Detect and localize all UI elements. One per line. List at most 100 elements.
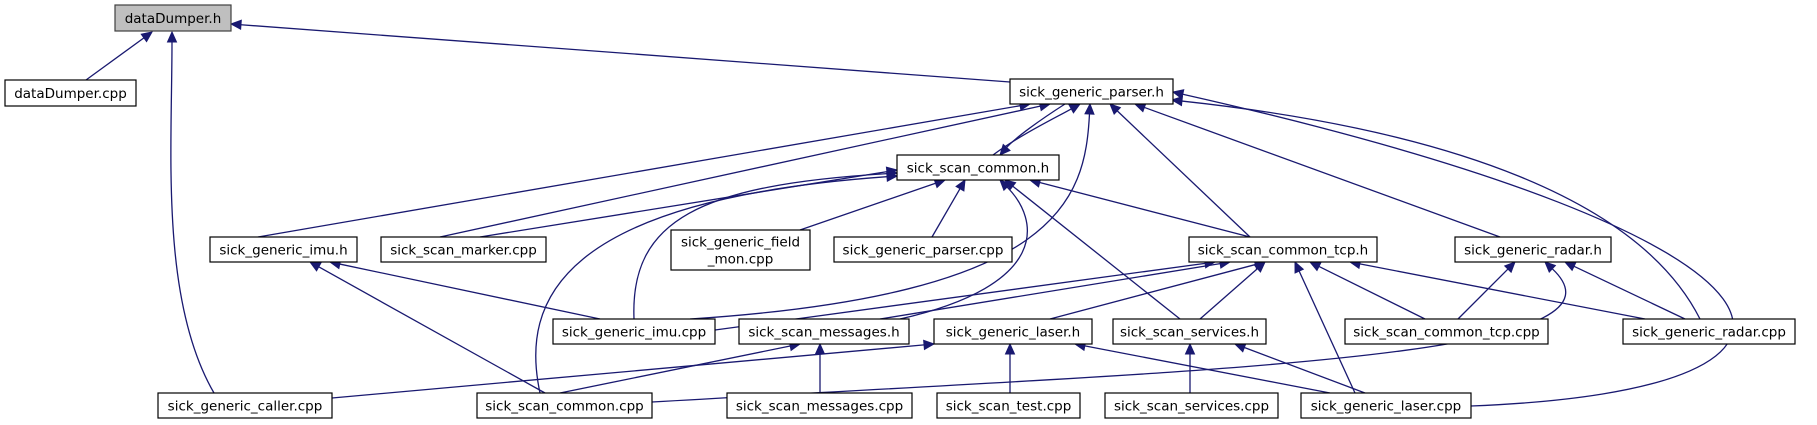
edge-line [1199,268,1258,320]
arrowhead-icon [999,179,1012,192]
node-sick-scan-marker-cpp[interactable]: sick_scan_marker.cpp [380,236,547,263]
edge-line [1039,181,1251,238]
edge-sick_scan_messages_h-to-sick_scan_common_tcp_h [879,258,1232,320]
node-label: sick_scan_common_tcp.cpp [1353,325,1540,341]
node-sick-generic-caller-cpp[interactable]: sick_generic_caller.cpp [157,392,333,419]
node-label: _mon.cpp [707,252,774,268]
edge-sick_scan_common_cpp-to-sick_scan_common_h [535,171,899,394]
node-sick-scan-common-tcp-h[interactable]: sick_scan_common_tcp.h [1188,236,1378,263]
node-label: sick_generic_imu.h [219,243,347,259]
node-box [157,392,333,419]
edge-line [1457,268,1509,320]
arrowhead-icon [1068,103,1082,114]
node-sick-scan-common-cpp[interactable]: sick_scan_common.cpp [476,392,653,419]
nodes-layer: dataDumper.h dataDumper.cpp sick_generic_p… [4,4,1796,419]
node-box [1344,318,1549,345]
node-label: sick_generic_parser.h [1019,85,1164,101]
edge-sick_generic_caller_cpp-to-dataDumper_h [166,30,215,394]
node-label: dataDumper.h [125,11,222,27]
edge-sick_scan_messages_cpp-to-sick_scan_messages_h [814,342,826,393]
edge-sick_generic_radar_cpp-to-sick_generic_parser_h [1170,95,1701,320]
edge-sick_scan_test_cpp-to-sick_generic_laser_h [1004,342,1016,393]
edge-line [1244,346,1366,394]
node-sick-scan-messages-cpp[interactable]: sick_scan_messages.cpp [726,392,913,419]
node-sick-scan-test-cpp[interactable]: sick_scan_test.cpp [936,392,1081,419]
node-sick-scan-messages-h[interactable]: sick_scan_messages.h [738,318,910,345]
node-box [933,318,1093,345]
edge-line [799,182,936,231]
edge-line [257,105,1021,238]
node-sick-generic-laser-cpp[interactable]: sick_generic_laser.cpp [1300,392,1472,419]
edge-sick_generic_parser_cpp-to-sick_scan_common_h [931,178,966,238]
node-sick-scan-common-h[interactable]: sick_scan_common.h [896,154,1060,181]
node-box [552,318,716,345]
node-box [1188,236,1378,263]
node-dataDumper-h[interactable]: dataDumper.h [114,4,232,32]
node-label: sick_scan_common_tcp.h [1198,243,1369,259]
edge-sick_generic_laser_cpp-to-sick_generic_parser_h [1171,89,1734,407]
edge-line [1318,265,1426,320]
arrowhead-icon [1184,342,1196,355]
node-box [476,392,653,419]
edge-sick_generic_laser_cpp-to-sick_generic_laser_h [1073,340,1331,394]
node-label: sick_scan_services.h [1120,325,1259,341]
edge-line [1573,265,1686,320]
arrowhead-icon [1253,261,1266,273]
node-box [380,236,547,263]
edge-sick_generic_laser_cpp-to-sick_scan_services_h [1233,342,1366,394]
node-label: sick_generic_imu.cpp [562,325,706,341]
node-box [4,79,137,107]
node-sick-generic-imu-cpp[interactable]: sick_generic_imu.cpp [552,318,716,345]
edge-line [879,262,1221,320]
node-sick-generic-radar-cpp[interactable]: sick_generic_radar.cpp [1622,318,1796,345]
edge-line [339,263,601,320]
node-sick-generic-field-mon-cpp[interactable]: sick_generic_field_mon.cpp [670,229,811,271]
arrowhead-icon [814,342,826,355]
node-sick-scan-common-tcp-cpp[interactable]: sick_scan_common_tcp.cpp [1344,318,1549,345]
node-box [833,236,1013,263]
edge-line [170,41,215,394]
node-sick-generic-radar-h[interactable]: sick_generic_radar.h [1454,236,1612,263]
edge-line [439,105,1041,238]
edge-line [633,172,888,320]
edge-sick_scan_common_cpp-to-sick_generic_imu_h [308,261,546,394]
edge-line [318,266,546,394]
node-label: sick_scan_test.cpp [946,399,1072,415]
node-box [896,154,1060,181]
edge-line [1182,93,1734,407]
arrowhead-icon [1170,95,1184,107]
edge-line [85,37,145,81]
arrowhead-icon [1171,89,1185,100]
node-box [738,318,910,345]
node-label: sick_scan_services.cpp [1114,399,1269,415]
arrowhead-icon [999,143,1011,156]
node-label: sick_generic_radar.h [1464,243,1602,259]
node-sick-generic-laser-h[interactable]: sick_generic_laser.h [933,318,1093,345]
edge-line [535,176,888,394]
node-sick-scan-services-h[interactable]: sick_scan_services.h [1112,318,1267,345]
edge-sick_generic_parser_h-to-sick_scan_common_h [999,103,1066,156]
edge-line [1084,345,1331,394]
node-label: sick_scan_messages.h [748,325,899,341]
edge-line [651,268,1567,403]
arrowhead-icon [923,339,936,351]
node-box [1454,236,1612,263]
node-box [1622,318,1796,345]
node-sick-scan-services-cpp[interactable]: sick_scan_services.cpp [1104,392,1279,419]
arrowhead-icon [1109,103,1122,116]
arrowhead-icon [308,261,322,272]
node-sick-generic-imu-h[interactable]: sick_generic_imu.h [209,236,358,263]
edge-sick_generic_caller_cpp-to-sick_generic_laser_h [331,339,936,399]
node-dataDumper-cpp[interactable]: dataDumper.cpp [4,79,137,107]
arrowhead-icon [1308,261,1322,272]
edge-line [1012,185,1181,320]
arrowhead-icon [1563,261,1577,272]
node-box [209,236,358,263]
edge-line [1144,106,1501,238]
node-sick-generic-parser-cpp[interactable]: sick_generic_parser.cpp [833,236,1013,263]
edge-line [559,345,791,394]
edge-sick_generic_radar_cpp-to-sick_scan_common_tcp_h [1348,258,1646,320]
edge-sick_generic_parser_h-to-dataDumper_h [229,19,1011,83]
node-sick-generic-parser-h[interactable]: sick_generic_parser.h [1009,78,1174,105]
edge-sick_scan_services_h-to-sick_scan_common_tcp_h [1199,261,1266,320]
